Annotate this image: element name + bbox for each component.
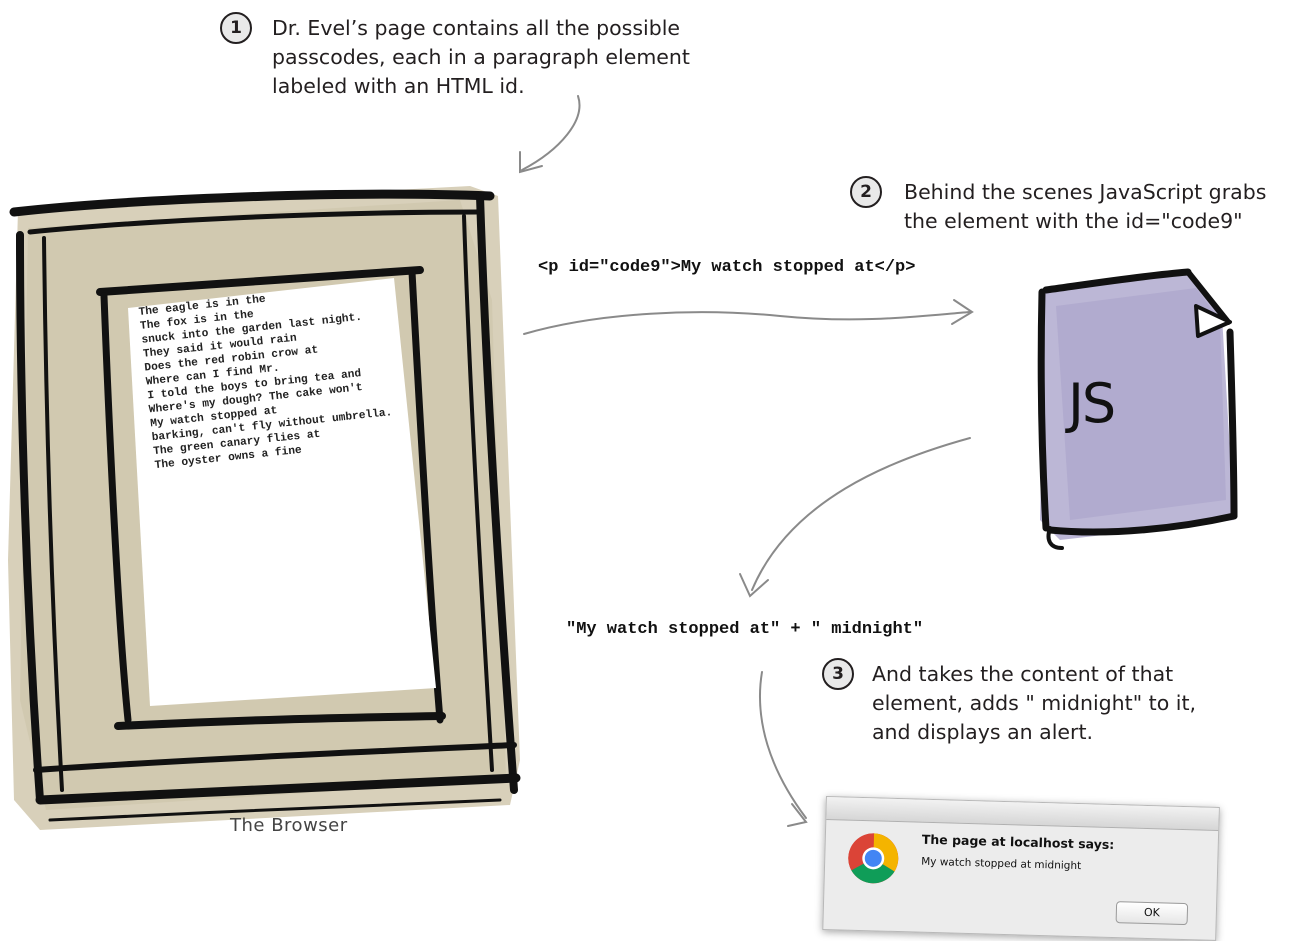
step-number-2: 2 <box>850 176 882 208</box>
callout-1-line-3: labeled with an HTML id. <box>272 74 525 98</box>
browser-page-content: The eagle is in the The fox is in the sn… <box>138 281 396 473</box>
arrow-1-head <box>519 151 543 174</box>
browser-caption: The Browser <box>230 815 348 836</box>
alert-dialog: The page at localhost says: My watch sto… <box>822 796 1220 941</box>
arrow-1 <box>521 95 581 171</box>
step-number-1: 1 <box>220 12 252 44</box>
arrow-2 <box>523 311 971 335</box>
ok-button[interactable]: OK <box>1115 901 1189 926</box>
code-element-snippet: <p id="code9">My watch stopped at</p> <box>538 258 916 277</box>
callout-2-line-2: the element with the id="code9" <box>904 209 1243 233</box>
callout-1-line-2: passcodes, each in a paragraph element <box>272 45 690 69</box>
callout-3-line-3: and displays an alert. <box>872 720 1093 744</box>
chrome-logo-icon <box>848 833 899 884</box>
javascript-file-icon <box>1037 268 1238 550</box>
arrow-3 <box>751 437 971 591</box>
arrow-3-head <box>739 573 769 598</box>
alert-title: The page at localhost says: <box>921 831 1115 853</box>
arrow-4-head <box>787 803 808 827</box>
js-file-label: JS <box>1068 372 1116 435</box>
browser-frame <box>8 186 521 830</box>
step-number-3: 3 <box>822 658 854 690</box>
arrow-2-head <box>951 299 974 325</box>
callout-3-line-2: element, adds " midnight" to it, <box>872 691 1196 715</box>
arrow-4 <box>758 671 807 819</box>
callout-3-line-1: And takes the content of that <box>872 662 1174 686</box>
alert-message: My watch stopped at midnight <box>921 855 1082 873</box>
concat-expression: "My watch stopped at" + " midnight" <box>566 620 924 639</box>
callout-1-line-1: Dr. Evel’s page contains all the possibl… <box>272 16 681 40</box>
callout-2-line-1: Behind the scenes JavaScript grabs <box>904 180 1267 204</box>
